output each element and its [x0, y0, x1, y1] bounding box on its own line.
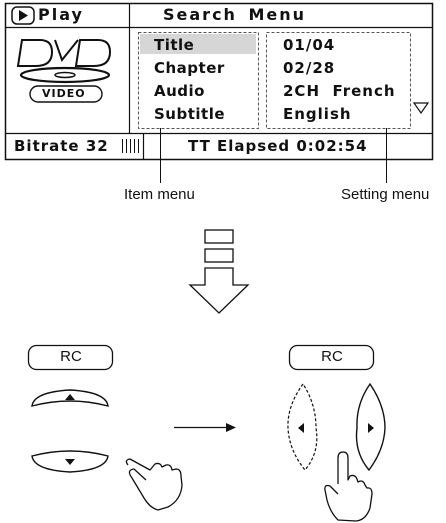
- item-title[interactable]: Title: [154, 36, 194, 54]
- down-arrow-icon: [190, 230, 248, 313]
- setting-title[interactable]: 01/04: [283, 36, 335, 54]
- setting-subtitle[interactable]: English: [283, 105, 352, 123]
- play-label: Play: [38, 5, 84, 24]
- play-icon: [12, 7, 34, 24]
- bitrate-bars: [123, 139, 139, 153]
- up-button-icon: [32, 390, 108, 406]
- scroll-down-icon: [414, 103, 428, 113]
- item-subtitle[interactable]: Subtitle: [154, 105, 225, 123]
- setting-chapter[interactable]: 02/28: [283, 59, 335, 77]
- menu-title: Search Menu: [163, 5, 306, 24]
- bitrate-label: Bitrate 32: [14, 137, 109, 155]
- rc-label-left: RC: [29, 348, 113, 365]
- item-chapter[interactable]: Chapter: [154, 59, 225, 77]
- left-button-icon: [288, 384, 317, 470]
- rc-label-right: RC: [290, 348, 374, 365]
- transition-arrow: [174, 423, 236, 432]
- item-menu-caption: Item menu: [124, 186, 195, 203]
- setting-menu-caption: Setting menu: [341, 186, 429, 203]
- logo-video-text: VIDEO: [42, 87, 86, 100]
- item-audio[interactable]: Audio: [154, 82, 205, 100]
- elapsed-time: TT Elapsed 0:02:54: [188, 137, 368, 155]
- down-button-icon: [32, 451, 108, 472]
- setting-audio[interactable]: 2CH French: [283, 82, 396, 100]
- right-button-icon: [357, 384, 386, 470]
- hand-pointer-icon: [126, 459, 182, 510]
